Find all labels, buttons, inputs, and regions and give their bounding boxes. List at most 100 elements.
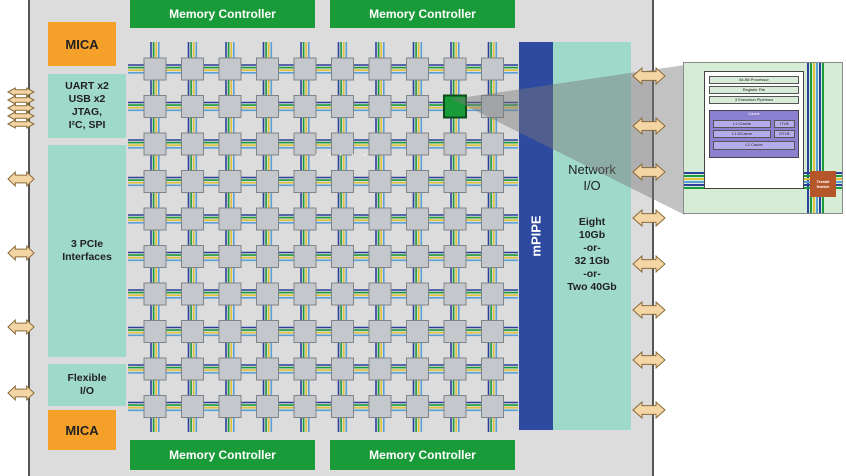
mesh-tile (481, 57, 504, 81)
mesh-tile (218, 357, 242, 381)
io-arrow (632, 66, 666, 86)
memory-controller-bottom-left: Memory Controller (130, 440, 315, 470)
mesh-tile (481, 320, 504, 343)
tile-cache-header: Cache (748, 111, 760, 116)
io-arrow (7, 384, 35, 402)
io-arrow (632, 208, 666, 228)
mesh-tile (481, 95, 504, 118)
mesh-tile (181, 95, 204, 118)
mesh-tile (293, 95, 317, 118)
io-arrow (6, 87, 36, 97)
right-io-arrows (632, 66, 666, 420)
mesh-tile (331, 57, 354, 81)
mesh-tile (481, 170, 504, 193)
mesh-tile (293, 132, 317, 156)
tile-pipelines: 3 Execution Pipelines (709, 96, 799, 104)
mesh-tile (331, 132, 354, 156)
mesh-tile (331, 245, 354, 268)
mesh-tile (293, 170, 317, 193)
mesh-tile (443, 395, 467, 418)
mesh-tile (256, 395, 279, 418)
memory-controller-top-left: Memory Controller (130, 0, 315, 28)
io-arrow (7, 170, 35, 188)
mesh-tile (481, 357, 504, 381)
mesh-tile (143, 170, 167, 193)
io-arrow (632, 162, 666, 182)
mesh-tile (293, 207, 317, 231)
network-io-block: Network I/O Eight 10Gb -or- 32 1Gb -or- … (553, 42, 631, 430)
mesh-tile (143, 245, 167, 268)
tile-core-box: 64-Bit Processor Register File 3 Executi… (704, 71, 804, 189)
mesh-tile (331, 95, 354, 118)
tile-cache-block: Cache L1 ICache ITLB L1 DCache DTLB L2 C… (709, 110, 799, 158)
io-arrow (6, 111, 36, 121)
io-arrow (6, 103, 36, 113)
mesh-tile (181, 357, 204, 381)
mesh-tile (481, 207, 504, 231)
mesh-tile (181, 207, 204, 231)
mesh-tile (218, 170, 242, 193)
mesh-tile (368, 395, 392, 418)
mesh-tile (406, 170, 429, 193)
mesh-tile (218, 95, 242, 118)
mesh-tile (256, 132, 279, 156)
mesh-tile (218, 57, 242, 81)
tile-l1-dcache: L1 DCache (713, 130, 771, 138)
mesh-tile (143, 57, 167, 81)
mesh-tile (406, 207, 429, 231)
mesh-tile (368, 207, 392, 231)
mesh-tile (143, 95, 167, 118)
mesh-tiles (143, 57, 504, 418)
mesh-tile (368, 170, 392, 193)
mesh-tile (368, 282, 392, 306)
mesh-tile (293, 320, 317, 343)
mesh-tile (331, 320, 354, 343)
mesh-tile (293, 357, 317, 381)
mesh-tile (181, 170, 204, 193)
mesh-tile (331, 207, 354, 231)
mesh-tile (143, 395, 167, 418)
mesh-tile (181, 282, 204, 306)
io-arrow (632, 350, 666, 370)
mesh-tile (181, 132, 204, 156)
io-arrow (632, 400, 666, 420)
mesh-tile (368, 245, 392, 268)
mpipe-block: mPIPE (519, 42, 553, 430)
mesh-tile (406, 320, 429, 343)
mesh-tile (368, 132, 392, 156)
mesh-overlay-text: · · · · · (315, 150, 370, 161)
tile-processor: 64-Bit Processor (709, 76, 799, 84)
mesh-tile (331, 170, 354, 193)
mesh-tile (406, 57, 429, 81)
mesh-tile (331, 395, 354, 418)
mesh-tile (406, 245, 429, 268)
io-arrow (632, 116, 666, 136)
zoom-beam (450, 65, 685, 215)
mesh-tile (481, 245, 504, 268)
mesh-tile (368, 357, 392, 381)
tile-itlb: ITLB (774, 120, 795, 128)
mesh-tile (256, 95, 279, 118)
mesh-tile (443, 320, 467, 343)
mesh-tile (256, 57, 279, 81)
mica-top: MICA (48, 22, 116, 66)
mesh-tile (368, 320, 392, 343)
mesh-tile (481, 282, 504, 306)
io-uart-usb-jtag: UART x2 USB x2 JTAG, I²C, SPI (48, 74, 126, 138)
mpipe-label: mPIPE (528, 215, 544, 257)
mesh-tile (406, 282, 429, 306)
tile-terabit-switch: Terabit Switch (810, 171, 836, 197)
mesh-tile (443, 57, 467, 81)
mesh-tile (143, 207, 167, 231)
mesh-tile (218, 320, 242, 343)
mesh-tile (181, 245, 204, 268)
mica-bottom: MICA (48, 410, 116, 450)
io-arrow (7, 318, 35, 336)
mesh-tile (331, 282, 354, 306)
mesh-tile (218, 132, 242, 156)
left-io-arrows (6, 87, 36, 402)
mesh-tile (368, 95, 392, 118)
mesh-tile (256, 282, 279, 306)
mesh-tile (443, 245, 467, 268)
mesh-tile (143, 320, 167, 343)
